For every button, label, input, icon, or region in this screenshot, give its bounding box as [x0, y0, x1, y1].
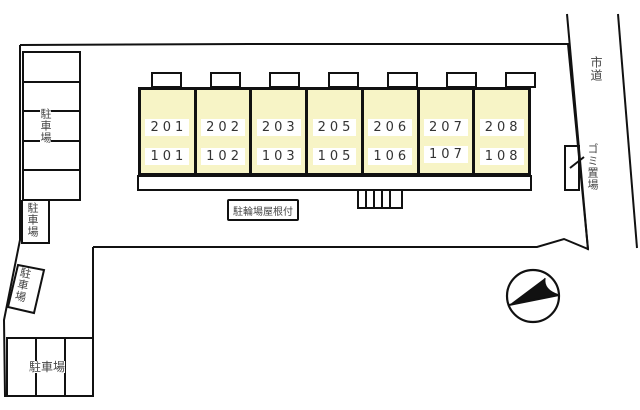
north-arrow-icon [505, 268, 561, 324]
unit-lower-number: 107 [420, 146, 473, 163]
city-road-label: 市道 [589, 56, 603, 82]
unit-202-102: 202 102 [196, 90, 250, 173]
parking-label-bottom: 駐車場 [29, 360, 66, 374]
unit-upper-number: 206 [364, 119, 417, 136]
unit-lower-number: 101 [141, 148, 194, 165]
unit-206-106: 206 106 [363, 90, 417, 173]
unit-205-105: 205 105 [308, 90, 361, 173]
unit-upper-number: 208 [475, 119, 528, 136]
unit-upper-number: 203 [252, 119, 305, 136]
unit-lower-number: 106 [364, 148, 417, 165]
unit-upper-number: 202 [197, 119, 250, 136]
unit-upper-number: 207 [420, 119, 473, 136]
parking-label-left-top: 駐車場 [39, 108, 52, 144]
unit-upper-number: 205 [308, 119, 361, 136]
unit-lower-number: 103 [252, 148, 305, 165]
unit-upper-number: 201 [141, 119, 194, 136]
unit-lower-number: 102 [197, 148, 250, 165]
unit-207-107: 207 107 [419, 90, 473, 173]
garbage-area-label: ゴミ置場 [586, 143, 599, 191]
unit-201-101: 201 101 [141, 90, 194, 173]
unit-lower-number: 105 [308, 148, 361, 165]
building: 201 101 202 102 203 103 205 105 206 106 … [138, 87, 531, 176]
bicycle-parking-label: 駐輪場屋根付 [227, 199, 299, 221]
unit-lower-number: 108 [475, 148, 528, 165]
unit-208-108: 208 108 [475, 90, 529, 173]
parking-label-left-mid: 駐車場 [26, 202, 39, 238]
unit-203-103: 203 103 [252, 90, 306, 173]
